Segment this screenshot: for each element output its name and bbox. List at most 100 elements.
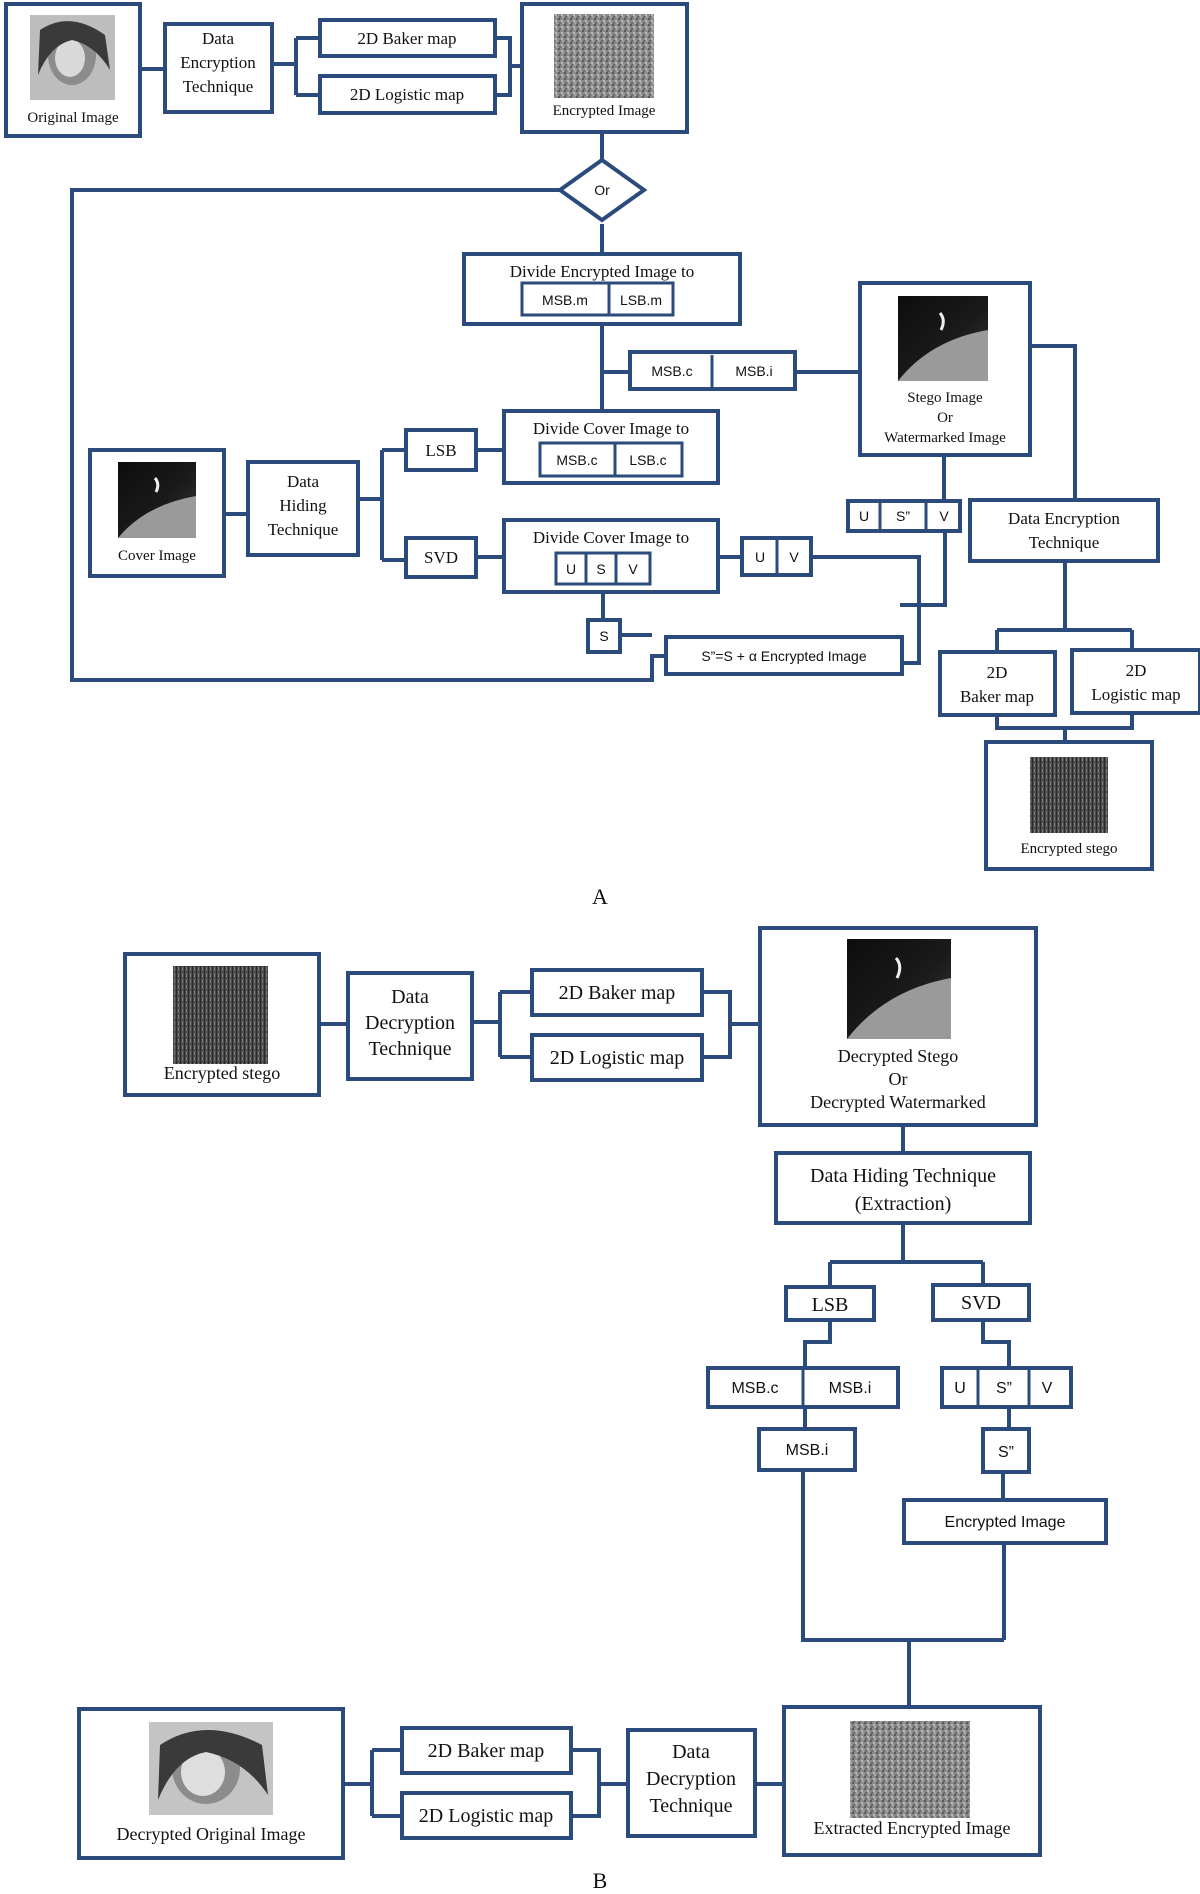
extracted-encrypted-caption: Extracted Encrypted Image — [814, 1818, 1011, 1838]
connector — [900, 530, 947, 607]
s-extracted-box — [981, 1427, 1031, 1474]
usv-b-v-label: V — [1042, 1380, 1053, 1397]
msb-c-cell-label: MSB.c — [556, 452, 597, 468]
decryption-technique-line2: Decryption — [365, 1012, 455, 1034]
logistic-map-b2-label: 2D Logistic map — [419, 1805, 553, 1827]
connector — [70, 188, 666, 682]
decryption-technique-2-line2: Decryption — [646, 1768, 736, 1790]
data-encryption-line1: Data Encryption — [1008, 509, 1120, 528]
connector — [995, 713, 1134, 742]
connector — [803, 1320, 832, 1368]
baker-map-label: 2D Baker map — [357, 29, 456, 48]
baker-map-b-label: 2D Baker map — [559, 982, 676, 1004]
hiding-technique-box — [246, 460, 360, 557]
encrypted-stego-caption: Encrypted stego — [1020, 841, 1117, 857]
decrypted-original-caption: Decrypted Original Image — [117, 1824, 306, 1844]
decryption-technique-line1: Data — [391, 986, 429, 1008]
lsb-label: LSB — [425, 441, 456, 460]
svd-label: SVD — [424, 548, 458, 567]
part-a-label: A — [592, 884, 608, 909]
lsb-m-cell — [607, 281, 675, 317]
encrypted-image-b-box — [902, 1498, 1108, 1545]
msb-m-label: MSB.m — [542, 292, 588, 308]
divide-cover-lsb-label: Divide Cover Image to — [533, 419, 689, 438]
encryption-technique-line1: Data — [202, 29, 235, 48]
baker-map-b-box — [530, 968, 704, 1017]
stego-v-label: V — [939, 508, 949, 524]
hiding-technique-line3: Technique — [268, 520, 339, 539]
original-image-caption: Original Image — [27, 110, 119, 126]
logistic-map-label: 2D Logistic map — [350, 85, 464, 104]
usv-b-box — [940, 1366, 1073, 1409]
logistic-2d-box — [1070, 648, 1200, 715]
encryption-technique-line2: Encryption — [180, 53, 256, 72]
encryption-technique-box — [163, 22, 274, 114]
s-extracted-label: S” — [998, 1444, 1014, 1461]
extracted-encrypted-noise — [850, 1721, 970, 1818]
msb-i-extracted-box — [757, 1427, 857, 1472]
decryption-technique-2-line3: Technique — [649, 1795, 732, 1817]
usv-b-s-label: S” — [996, 1380, 1012, 1397]
uv-u-label: U — [755, 549, 765, 565]
svd-b-box — [931, 1283, 1031, 1322]
lsb-box — [404, 428, 478, 472]
lsb-c-label: LSB.c — [629, 452, 666, 468]
decrypted-stego-line3: Decrypted Watermarked — [810, 1092, 986, 1112]
stego-u-label: U — [859, 508, 869, 524]
decrypted-stego-moon-image — [847, 939, 951, 1039]
or-decision-diamond — [556, 157, 648, 223]
lsb-b-label: LSB — [812, 1294, 849, 1316]
baker-map-box — [318, 18, 497, 58]
msb-c-b-label: MSB.c — [731, 1380, 778, 1397]
part-a-text: Original Image Data Encryption Technique… — [27, 29, 1180, 909]
cover-image-caption: Cover Image — [118, 548, 196, 564]
msb-c-label: MSB.c — [651, 363, 692, 379]
divide-encrypted-label: Divide Encrypted Image to — [510, 262, 695, 281]
logistic-2d-line2: Logistic map — [1091, 685, 1180, 704]
connector — [495, 36, 522, 97]
part-a-images — [30, 14, 1108, 833]
lsb-b-box — [784, 1285, 876, 1322]
s-box — [586, 618, 622, 654]
lsb-c-cell — [613, 441, 684, 478]
connector — [702, 990, 760, 1059]
part-b-text: Encrypted stego Data Decryption Techniqu… — [117, 982, 1066, 1893]
stego-caption-line1: Stego Image — [907, 390, 983, 406]
connector — [1030, 344, 1077, 500]
encrypted-image-b-label: Encrypted Image — [945, 1514, 1066, 1531]
u-s-v-stego-box — [846, 499, 962, 533]
baker-map-b2-label: 2D Baker map — [428, 1740, 545, 1762]
cover-moon-image — [118, 462, 196, 538]
encrypted-image-caption: Encrypted Image — [553, 103, 656, 119]
logistic-map-b-box — [530, 1033, 704, 1082]
encrypted-stego-b-caption: Encrypted stego — [164, 1063, 280, 1083]
stego-s-label: S” — [896, 508, 910, 524]
connector — [828, 1260, 985, 1287]
decryption-technique-2-box — [626, 1728, 757, 1838]
encrypted-stego-image — [1030, 757, 1108, 833]
lsb-m-label: LSB.m — [620, 292, 662, 308]
connector — [343, 1748, 402, 1818]
msb-i-label: MSB.i — [735, 363, 772, 379]
s-single-label: S — [599, 628, 608, 644]
baker-map-b2-box — [400, 1726, 573, 1775]
msb-c-cell — [538, 441, 617, 478]
msb-i-b-label: MSB.i — [829, 1380, 872, 1397]
logistic-map-box — [318, 74, 497, 115]
v-label: V — [628, 561, 638, 577]
decrypted-stego-line1: Decrypted Stego — [838, 1046, 958, 1066]
baker-2d-line2: Baker map — [960, 687, 1034, 706]
connector — [472, 990, 532, 1059]
hiding-extraction-line1: Data Hiding Technique — [810, 1165, 996, 1187]
svd-box — [404, 536, 478, 579]
decrypted-stego-line2: Or — [889, 1069, 908, 1089]
or-label: Or — [594, 182, 610, 198]
part-b-images — [149, 939, 970, 1818]
stego-moon-image — [898, 296, 988, 381]
data-encryption-line2: Technique — [1029, 533, 1100, 552]
connector — [811, 555, 921, 665]
divide-cover-svd-label: Divide Cover Image to — [533, 528, 689, 547]
data-encryption-box — [968, 498, 1160, 563]
svd-b-label: SVD — [961, 1292, 1001, 1314]
connector — [995, 628, 1134, 652]
